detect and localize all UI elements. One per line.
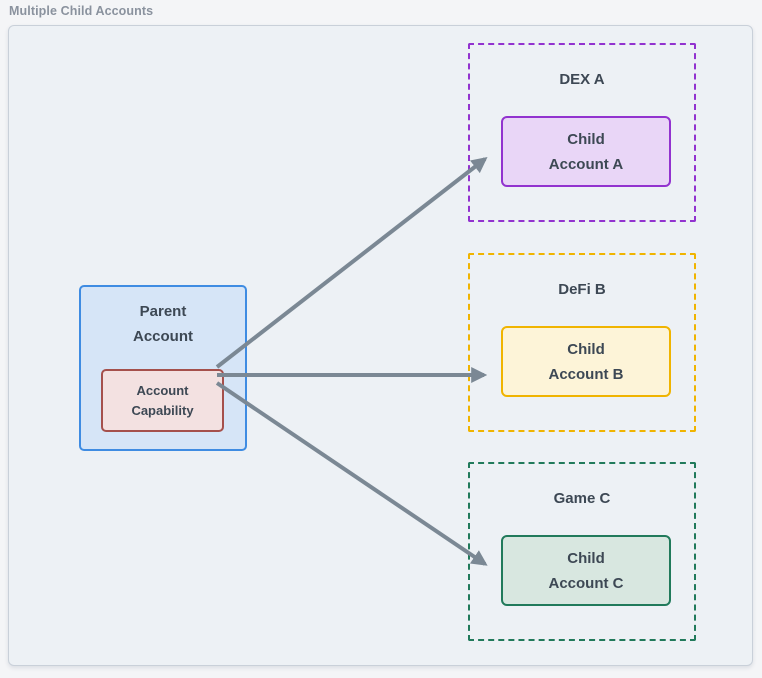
child-account-c-label: Child Account C: [548, 549, 624, 592]
group-defi-b: DeFi B Child Account B: [468, 253, 696, 432]
account-capability-node: Account Capability: [101, 369, 224, 432]
group-dex-a-label: DEX A: [559, 71, 605, 88]
diagram-panel: Parent Account Account Capability DEX A …: [8, 25, 753, 666]
child-account-a-label: Child Account A: [548, 130, 624, 173]
group-defi-b-label: DeFi B: [558, 281, 606, 298]
diagram-title: Multiple Child Accounts: [9, 4, 154, 18]
parent-account-node: Parent Account Account Capability: [79, 285, 247, 451]
child-account-c-node: Child Account C: [501, 535, 671, 606]
parent-account-label: Parent Account: [133, 303, 193, 345]
group-game-c-label: Game C: [553, 490, 611, 507]
child-account-b-label: Child Account B: [548, 340, 624, 383]
group-dex-a: DEX A Child Account A: [468, 43, 696, 222]
child-account-b-node: Child Account B: [501, 326, 671, 397]
account-capability-label: Account Capability: [131, 382, 194, 418]
child-account-a-node: Child Account A: [501, 116, 671, 187]
group-game-c: Game C Child Account C: [468, 462, 696, 641]
